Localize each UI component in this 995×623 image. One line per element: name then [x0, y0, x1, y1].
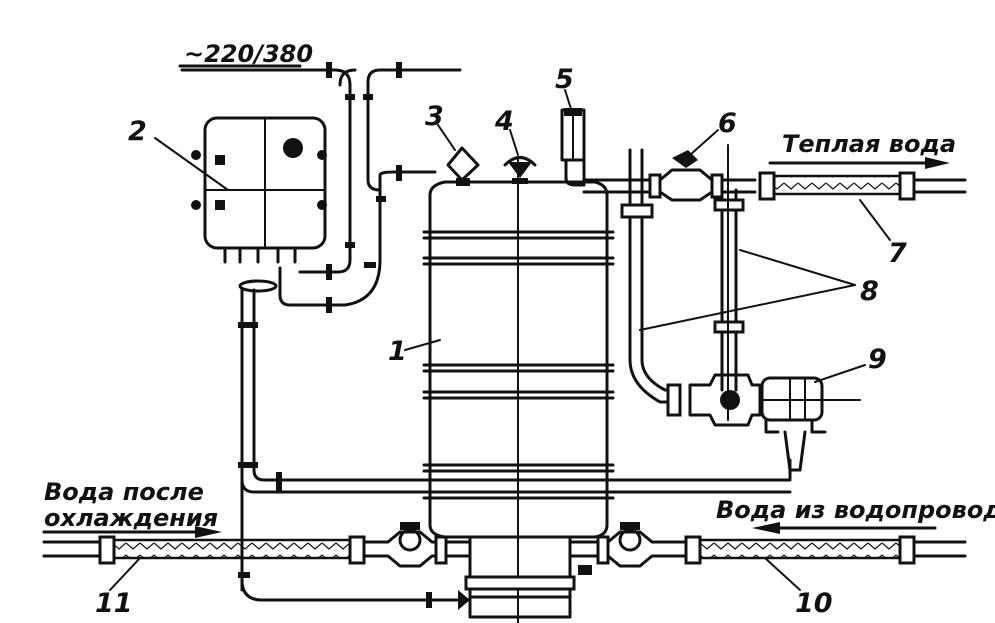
callout-10: 10 — [795, 588, 833, 619]
water-after-cooling-label-1: Вода после — [44, 478, 204, 506]
bottom-supply-lines — [42, 522, 967, 575]
water-from-mains-label: Вода из водопровода — [716, 496, 995, 524]
storage-tank — [422, 159, 615, 623]
callout-2: 2 — [128, 116, 147, 147]
circulation-pipes — [620, 144, 745, 421]
water-after-cooling-label-2: охлаждения — [44, 504, 218, 532]
callout-9: 9 — [868, 344, 887, 375]
warm-water-label: Теплая вода — [782, 130, 956, 158]
warm-water-outlet — [582, 150, 967, 202]
callout-8: 8 — [860, 276, 879, 307]
callout-4: 4 — [494, 106, 514, 137]
callout-11: 11 — [95, 588, 133, 619]
callout-3: 3 — [425, 101, 444, 132]
control-cabinet — [191, 116, 327, 293]
callout-5: 5 — [555, 64, 574, 95]
callout-6: 6 — [718, 108, 737, 139]
return-pipe — [238, 288, 792, 610]
voltage-label: ~220/380 — [184, 40, 313, 68]
leader-lines — [109, 89, 891, 591]
callout-1: 1 — [388, 336, 407, 367]
flow-arrows — [42, 64, 950, 538]
callout-7: 7 — [888, 238, 907, 269]
power-lines — [180, 62, 462, 313]
pump-unit — [688, 373, 861, 472]
